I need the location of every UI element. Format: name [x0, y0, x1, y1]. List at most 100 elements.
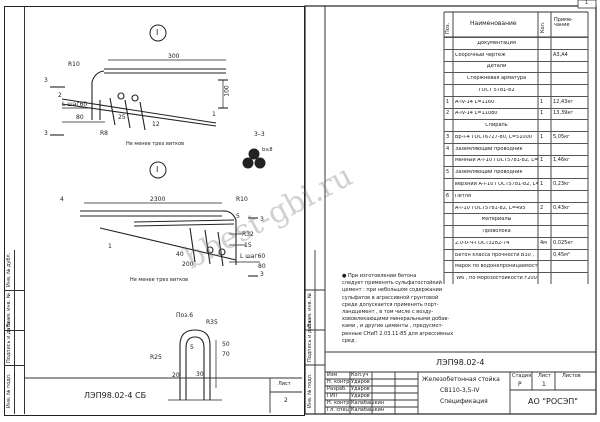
- spec-row-pos: 1: [446, 98, 450, 105]
- spec-row-qty: 1: [540, 110, 544, 117]
- spec-row: Спираль: [444, 119, 588, 131]
- pos6-title: Поз.6: [176, 312, 194, 319]
- spec-row-name: Вр-I-4 ГОСТ6727-80, L=51000: [455, 134, 532, 140]
- label-num1-top: 1: [212, 111, 216, 118]
- spec-row-name: ГОСТ 5781-82: [478, 87, 515, 93]
- spec-row: Сборочный чертеж А3,А4: [444, 48, 588, 61]
- left-sheet-label: Лист: [278, 381, 291, 387]
- stamp-role: ГИП: [327, 393, 338, 399]
- spec-row: марок по водонепроницаемости: [444, 260, 588, 272]
- spec-row-pos: 6: [446, 192, 450, 199]
- dim-d5: 5: [190, 344, 194, 351]
- note-line: сульфатов в агрессивной грунтовой: [342, 294, 439, 301]
- label-r10-bot: R10: [236, 196, 248, 203]
- spec-row: Детали: [444, 60, 588, 73]
- label-l-hinge-bot: L шаг60: [240, 253, 266, 260]
- stamp-stage-v: Р: [518, 381, 522, 388]
- right-vert-col-1: Инв. № подл.: [307, 373, 313, 409]
- spec-row-name: А-IV-14 L=11080: [455, 111, 498, 117]
- spec-row-qty: 1: [540, 181, 544, 188]
- right-page-num: 1: [585, 0, 589, 6]
- stamp-role: Разраб.: [327, 386, 347, 392]
- note-line: ками , и другие цементы , предусмот-: [342, 323, 444, 330]
- label-num5: 5: [236, 213, 240, 220]
- stamp-sheet-h: Лист: [538, 373, 551, 379]
- dim-15: 15: [244, 242, 252, 249]
- spec-row-name: Материалы: [481, 217, 512, 223]
- label-r32: R32: [242, 231, 254, 238]
- spec-row-note: 5,05кг: [553, 133, 570, 140]
- label-r10-top: R10: [68, 61, 80, 68]
- spec-row-name: Детали: [486, 64, 507, 70]
- spec-row-name: верхний А-I-10 ГОСТ5781-82, L=400: [455, 182, 538, 188]
- view2-marker: I: [156, 165, 159, 174]
- spec-row: Документация: [444, 37, 588, 49]
- stamp-role-name: Калабашкин: [351, 400, 385, 406]
- dim-d20: 20: [172, 372, 180, 379]
- spec-row-name: Сборочный чертеж: [455, 52, 506, 58]
- label-num3-d: 3: [260, 271, 264, 278]
- spec-row-name: Бетон класса прочности В30 ,: [455, 252, 535, 258]
- spec-row: Бетон класса прочности В30 ,0,45м³: [444, 248, 588, 261]
- dim-200: 200: [182, 261, 194, 268]
- header-pos: Поз.: [445, 22, 451, 34]
- label-r35: R35: [206, 319, 218, 326]
- label-r8: R8: [100, 130, 108, 137]
- spec-row-qty: 2: [540, 204, 544, 211]
- spec-row-name: Стержневая арматура: [466, 76, 527, 82]
- note-line: среде допускается применять порт-: [342, 301, 439, 308]
- stamp-role: Н. контр.: [327, 379, 351, 385]
- spec-row-qty: 1: [540, 98, 544, 105]
- spec-row-pos: 4: [446, 145, 450, 152]
- section-dim: b≥8: [262, 147, 273, 153]
- spec-row-note: 0,23кг: [553, 181, 570, 188]
- label-l-hinge-top: L шаг60: [62, 101, 88, 108]
- dim-100: 100: [223, 85, 231, 97]
- spec-row-name: Петля: [455, 193, 471, 199]
- spec-row-pos: 5: [446, 169, 450, 176]
- spec-row: Проволока: [444, 225, 588, 237]
- dim-80-top: 80: [76, 114, 84, 121]
- stamp-stage-h: Стадия: [512, 373, 532, 379]
- spec-row-note: 12,43кг: [553, 98, 573, 105]
- spec-row: А-I-10 ГОСТ5781-82, L=495 2 0,43кг: [444, 201, 588, 214]
- stamp-sheet-v: 1: [542, 381, 546, 388]
- spec-row-name: А-I-10 ГОСТ5781-82, L=495: [455, 205, 526, 211]
- label-num4: 4: [60, 196, 64, 203]
- label-num3-c: 3: [260, 216, 264, 223]
- note-line: цемент : при небольшом содержании: [342, 287, 443, 294]
- spec-row-name: Проволока: [482, 229, 511, 235]
- label-num3-b: 3: [44, 130, 48, 137]
- note-line: сред .: [342, 337, 358, 344]
- right-stamp-code: ЛЭП98.02-4: [436, 358, 485, 367]
- label-num1-bot: 1: [108, 243, 112, 250]
- note-bot: Не менее трех витков: [130, 277, 189, 283]
- spec-row-name: менный А-I-10 ГОСТ5781-82, L=2400: [455, 158, 538, 164]
- spec-row-name: Документация: [477, 40, 516, 46]
- dim-d70: 70: [222, 351, 230, 358]
- dim-2300: 2300: [150, 196, 166, 203]
- spec-row-name: А-IV-14 L=1160: [455, 99, 495, 105]
- left-binding-line: [24, 6, 25, 414]
- label-num3-a: 3: [44, 77, 48, 84]
- spec-row-note: 1,46кг: [553, 157, 570, 164]
- stamp-role-name: Кол.уч: [351, 372, 369, 378]
- spec-row-pos: 3: [446, 133, 450, 140]
- dim-300: 300: [168, 53, 180, 60]
- spec-row-note: 0,43кг: [553, 204, 570, 211]
- spec-row-qty: 1: [540, 157, 544, 164]
- spec-row: Стержневая арматура: [444, 72, 588, 84]
- note-line: хововлекающими минеральными добав-: [342, 316, 450, 323]
- spec-row-name: 2.0-0-Ч-ГОСТ3282-74: [455, 240, 510, 246]
- spec-row-name: Спираль: [485, 123, 508, 129]
- spec-row: 1 А-IV-14 L=1160 1 12,43кг: [444, 95, 588, 108]
- label-num2: 2: [58, 92, 62, 99]
- spec-row-note: А3,А4: [553, 51, 568, 58]
